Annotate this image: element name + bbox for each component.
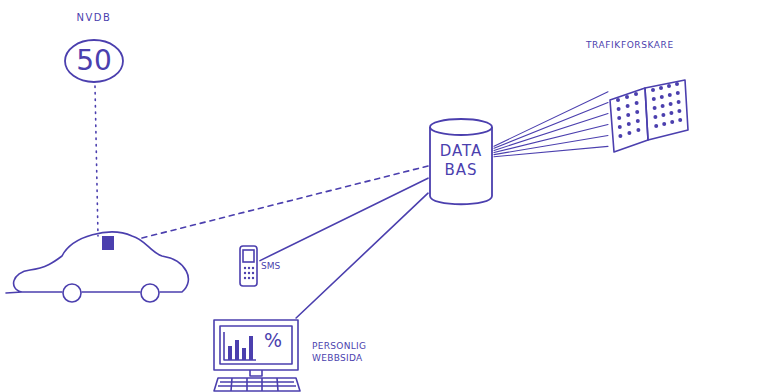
- mobile-phone-shape: [238, 244, 260, 288]
- book-dot: [617, 116, 621, 120]
- book-outline: [610, 80, 688, 152]
- book-dot: [667, 84, 671, 88]
- phone-outline: [240, 246, 257, 286]
- book-dot: [626, 104, 630, 108]
- book-dot: [635, 110, 639, 114]
- mobile-phone: SMS: [238, 244, 260, 288]
- book-dot: [678, 118, 682, 122]
- book-dot: [677, 109, 681, 113]
- book-dot: [661, 113, 665, 117]
- computer-screen-shape: [212, 318, 302, 392]
- book-dot: [635, 101, 639, 105]
- book-dot: [627, 131, 631, 135]
- dashed-link: [142, 166, 428, 238]
- book-dot: [654, 124, 658, 128]
- book-dot: [676, 91, 680, 95]
- book-dot: [626, 113, 630, 117]
- speed-number: 50: [63, 38, 125, 84]
- book-dot: [636, 128, 640, 132]
- book-dot: [634, 92, 638, 96]
- book-dot: [675, 82, 679, 86]
- percent-sign: %: [264, 329, 282, 351]
- researcher-label: TRAFIKFORSKARE: [586, 40, 674, 50]
- book-dot: [618, 134, 622, 138]
- speed-sign: NVDB50: [63, 38, 125, 84]
- book-dot: [660, 95, 664, 99]
- report-book-shape: [608, 78, 690, 154]
- line-connector: [296, 193, 428, 318]
- sms-label: SMS: [261, 261, 280, 271]
- car-wheel: [141, 284, 159, 302]
- book-dot: [651, 88, 655, 92]
- book-dot: [661, 104, 665, 108]
- book-dot: [669, 111, 673, 115]
- book-dot: [617, 107, 621, 111]
- book-dot: [653, 115, 657, 119]
- computer-outline: [214, 320, 300, 391]
- report-book: TRAFIKFORSKARE: [608, 78, 690, 154]
- book-dot: [653, 106, 657, 110]
- book-dot: [659, 86, 663, 90]
- database-cylinder: DATA BAS: [428, 118, 494, 206]
- book-dot: [652, 97, 656, 101]
- phone-keys: [244, 267, 254, 279]
- book-dot: [669, 102, 673, 106]
- database-label: DATA BAS: [436, 142, 486, 180]
- book-dot: [618, 125, 622, 129]
- book-dot: [625, 95, 629, 99]
- computer-screen: %PERSONLIG WEBBSIDA: [212, 318, 302, 392]
- cylinder-outline: [430, 119, 492, 204]
- book-dot: [636, 119, 640, 123]
- webpage-label: PERSONLIG WEBBSIDA: [312, 340, 386, 364]
- book-dot: [668, 93, 672, 97]
- car-device: [102, 236, 114, 250]
- sign-caption: NVDB: [53, 12, 135, 23]
- car-wheel: [63, 284, 81, 302]
- book-dot: [616, 98, 620, 102]
- book-dot: [627, 122, 631, 126]
- bar-chart: [228, 336, 253, 360]
- ray-connector: [494, 92, 608, 157]
- dotted-link: [95, 86, 98, 236]
- book-dot: [662, 122, 666, 126]
- line-connector: [260, 178, 428, 260]
- book-dot: [677, 100, 681, 104]
- book-dot: [670, 120, 674, 124]
- car-body: [6, 232, 188, 293]
